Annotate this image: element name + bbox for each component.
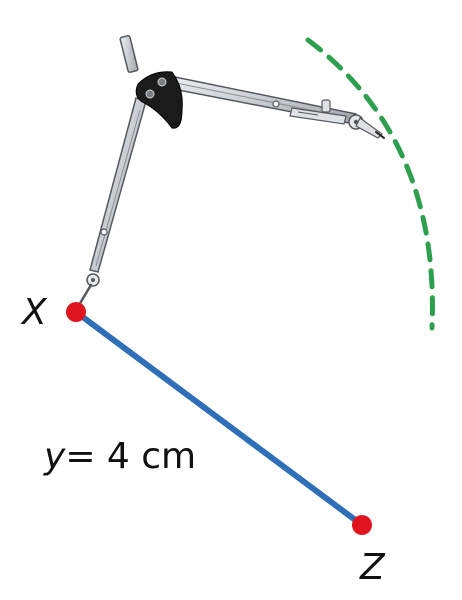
dashed-arc <box>305 37 435 331</box>
label-x: X <box>20 292 48 333</box>
compass-icon <box>77 34 385 307</box>
segment-xz <box>73 309 365 528</box>
label-z: Z <box>359 547 386 588</box>
segment-length-value: = 4 cm <box>65 436 196 477</box>
segment-length-label: y= 4 cm <box>43 436 196 477</box>
segment-variable: y <box>43 436 66 477</box>
point-z <box>352 515 372 535</box>
point-x <box>66 302 86 322</box>
